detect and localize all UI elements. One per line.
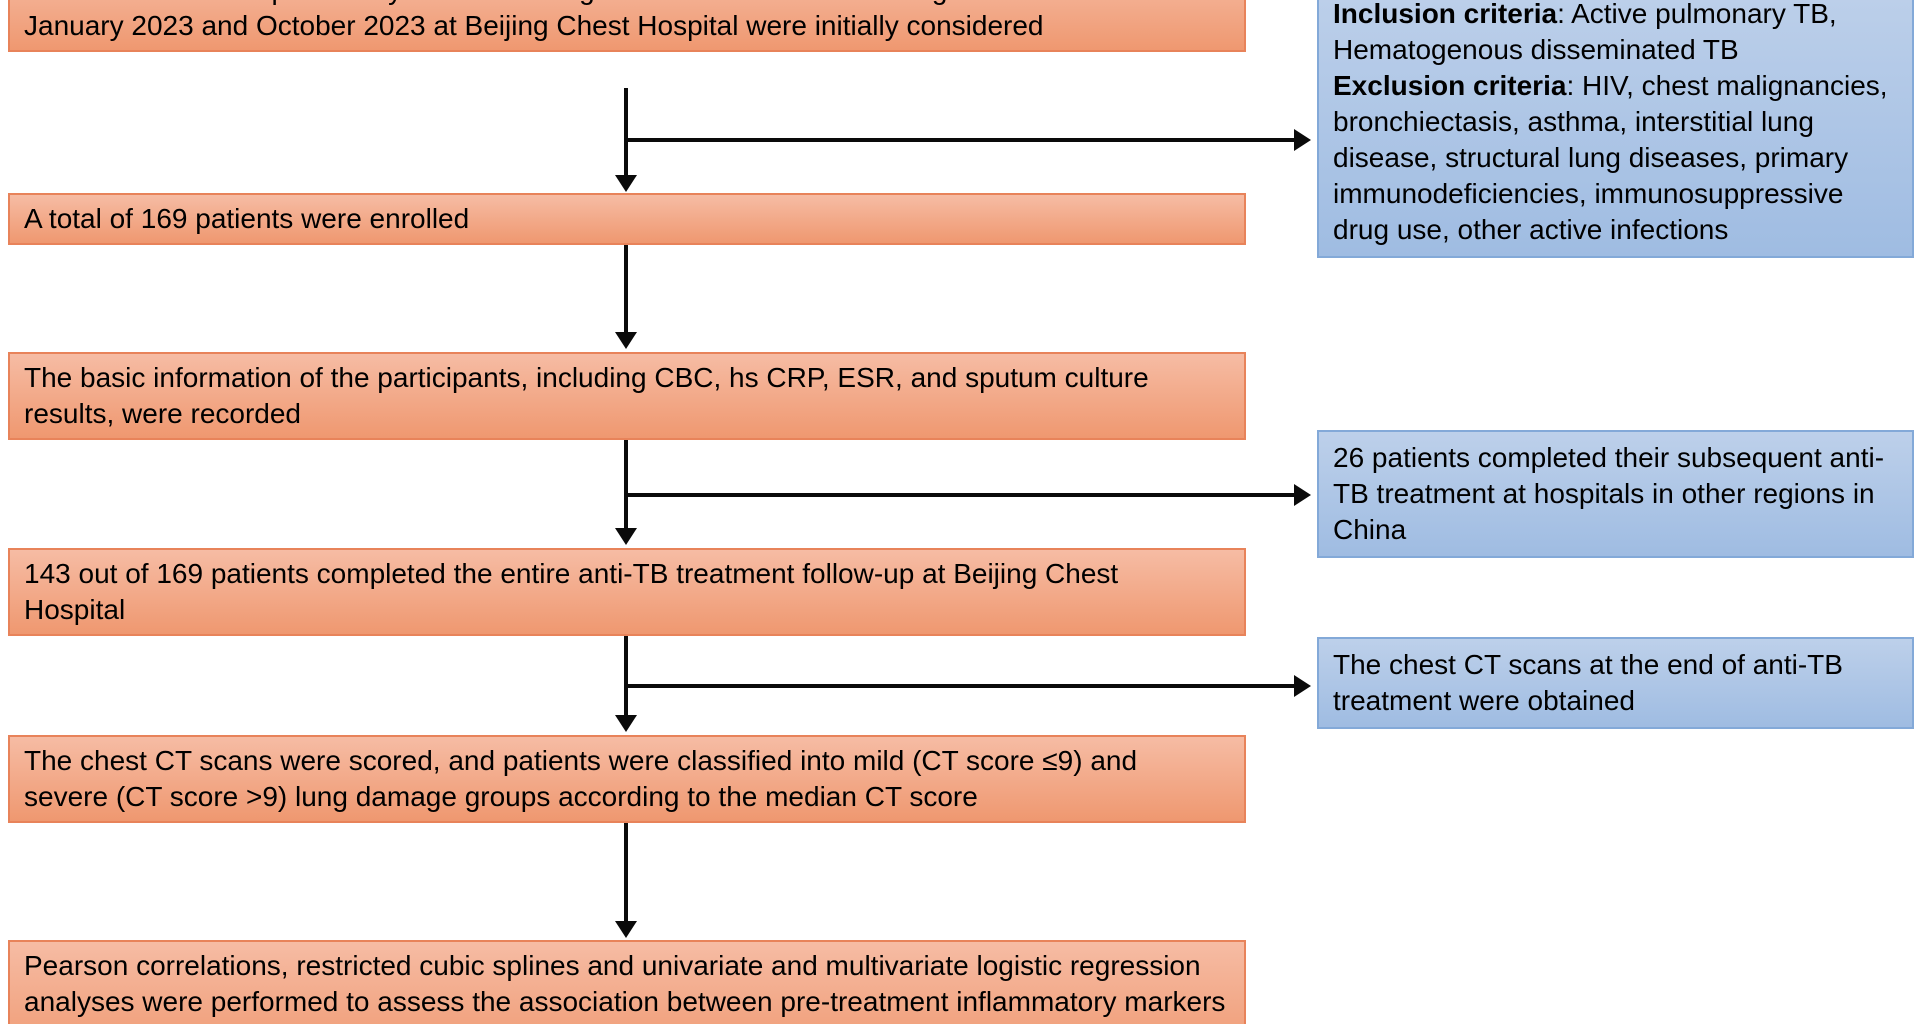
connector-line-1 [624, 88, 628, 175]
side-box-external-treatment: 26 patients completed their subsequent a… [1317, 430, 1914, 558]
connector-line-2 [624, 245, 628, 332]
connector-line-5 [624, 823, 628, 921]
arrow-right-icon [1294, 675, 1311, 697]
flow-box-ct-scoring: The chest CT scans were scored, and pati… [8, 735, 1246, 823]
arrow-down-icon [615, 332, 637, 349]
flow-box-enrolled: A total of 169 patients were enrolled [8, 193, 1246, 245]
arrow-down-icon [615, 921, 637, 938]
arrow-down-icon [615, 175, 637, 192]
connector-branch-2 [626, 493, 1294, 497]
arrow-right-icon [1294, 484, 1311, 506]
flow-box-follow-up-completed: 143 out of 169 patients completed the en… [8, 548, 1246, 636]
connector-line-3 [624, 440, 628, 528]
side-box-inclusion-exclusion-criteria: Inclusion criteria: Active pulmonary TB,… [1317, 0, 1914, 258]
connector-branch-1 [626, 138, 1294, 142]
side-box-ct-obtained: The chest CT scans at the end of anti-TB… [1317, 637, 1914, 729]
flow-box-initial-patients: Patients with active pulmonary TB or hem… [8, 0, 1246, 52]
arrow-right-icon [1294, 129, 1311, 151]
arrow-down-icon [615, 715, 637, 732]
arrow-down-icon [615, 528, 637, 545]
flow-box-baseline-data: The basic information of the participant… [8, 352, 1246, 440]
connector-line-4 [624, 636, 628, 715]
connector-branch-3 [626, 684, 1294, 688]
flow-box-statistical-analysis: Pearson correlations, restricted cubic s… [8, 940, 1246, 1024]
